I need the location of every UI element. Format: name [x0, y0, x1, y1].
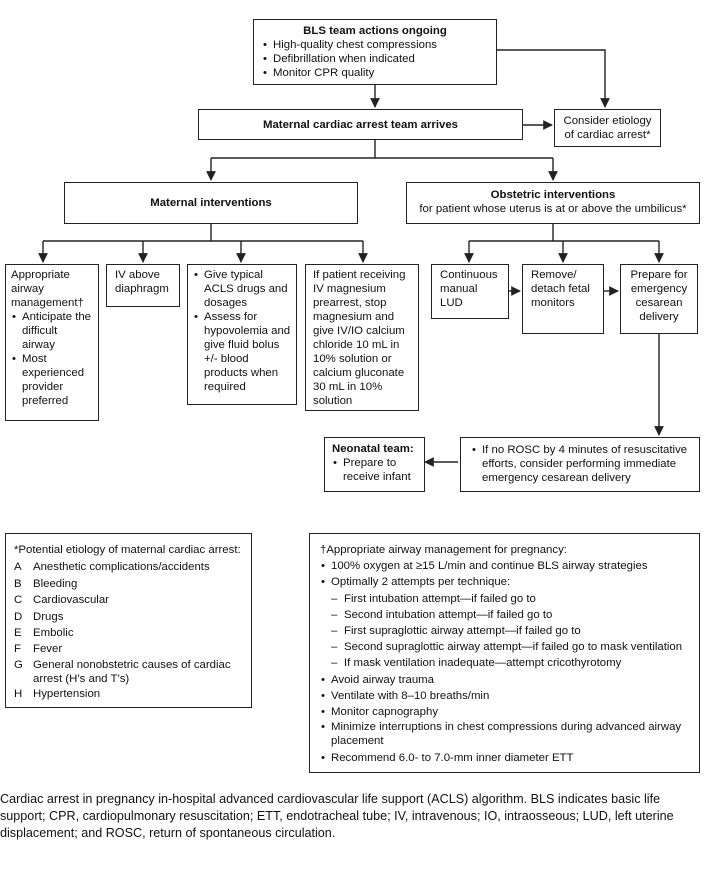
acls-item: Give typical ACLS drugs and dosages	[193, 268, 291, 310]
etiology-row: A Anesthetic complications/accidents	[14, 559, 243, 575]
bls-item: Monitor CPR quality	[262, 66, 488, 80]
etiology-text: Drugs	[33, 610, 64, 623]
iv-above-diaphragm-label: IV above diaphragm	[115, 269, 169, 295]
etiology-text: Fever	[33, 643, 63, 656]
etiology-letter: D	[14, 610, 23, 623]
acls-drugs-list: Give typical ACLS drugs and dosages Asse…	[193, 268, 291, 394]
team-arrives-box: Maternal cardiac arrest team arrives	[198, 109, 523, 140]
etiology-row: H Hypertension	[14, 686, 243, 702]
fetal-monitors-label: Remove/ detach fetal monitors	[531, 269, 590, 309]
obstetric-interventions-subtitle: for patient whose uterus is at or above …	[419, 203, 687, 215]
magnesium-label: If patient receiving IV magnesium prearr…	[313, 269, 406, 407]
etiology-letter: F	[14, 643, 21, 656]
bls-item: Defibrillation when indicated	[262, 52, 488, 66]
etiology-row: C Cardiovascular	[14, 592, 243, 608]
etiology-row: F Fever	[14, 641, 243, 657]
neonatal-team-list: Prepare to receive infant	[332, 456, 417, 484]
figure-caption: Cardiac arrest in pregnancy in-hospital …	[0, 792, 674, 840]
etiology-legend-title: *Potential etiology of maternal cardiac …	[14, 544, 241, 556]
neonatal-team-title: Neonatal team:	[332, 443, 414, 455]
rosc-item: If no ROSC by 4 minutes of resuscitative…	[471, 443, 689, 485]
airway-legend-item-text: Optimally 2 attempts per technique:	[331, 576, 511, 589]
airway-item: Anticipate the difficult airway	[11, 310, 93, 352]
airway-legend-sublist: First intubation attempt—if failed go to…	[320, 591, 689, 672]
consider-etiology-label: Consider etiology of cardiac arrest*	[563, 115, 652, 141]
etiology-row: E Embolic	[14, 625, 243, 641]
maternal-interventions-title: Maternal interventions	[150, 197, 272, 209]
prepare-cesarean-box: Prepare for emergency cesarean delivery	[620, 264, 698, 334]
airway-management-list: Anticipate the difficult airway Most exp…	[11, 310, 93, 408]
etiology-text: Cardiovascular	[33, 594, 109, 607]
airway-legend-item: Minimize interruptions in chest compress…	[320, 720, 689, 748]
team-arrives-label: Maternal cardiac arrest team arrives	[262, 118, 459, 131]
continuous-lud-label: Continuous manual LUD	[440, 269, 498, 309]
etiology-text: Embolic	[33, 627, 74, 640]
acls-drugs-box: Give typical ACLS drugs and dosages Asse…	[187, 264, 297, 405]
airway-legend-item: Avoid airway trauma	[320, 672, 689, 688]
airway-legend-subitem: First intubation attempt—if failed go to	[320, 591, 689, 607]
etiology-text: Hypertension	[33, 687, 101, 700]
obstetric-interventions-title: Obstetric interventions	[490, 189, 616, 201]
airway-management-box: Appropriate airway management† Anticipat…	[5, 264, 99, 421]
etiology-text: Anesthetic complications/accidents	[33, 561, 210, 574]
etiology-letter: A	[14, 561, 22, 574]
etiology-letter: G	[14, 658, 23, 671]
acls-item: Assess for hypovolemia and give fluid bo…	[193, 310, 291, 394]
rosc-list: If no ROSC by 4 minutes of resuscitative…	[471, 443, 689, 485]
etiology-legend-box: *Potential etiology of maternal cardiac …	[5, 533, 252, 708]
continuous-lud-box: Continuous manual LUD	[431, 264, 509, 319]
airway-item: Most experienced provider preferred	[11, 352, 93, 408]
airway-legend-subitem: First supraglottic airway attempt—if fai…	[320, 623, 689, 639]
airway-legend-box: †Appropriate airway management for pregn…	[309, 533, 700, 773]
airway-legend-title: †Appropriate airway management for pregn…	[320, 544, 567, 556]
airway-legend-subitem: Second intubation attempt—if failed go t…	[320, 607, 689, 623]
airway-legend-item: 100% oxygen at ≥15 L/min and continue BL…	[320, 558, 689, 574]
fetal-monitors-box: Remove/ detach fetal monitors	[522, 264, 604, 334]
etiology-text: Bleeding	[33, 577, 78, 590]
neonatal-team-box: Neonatal team: Prepare to receive infant	[324, 437, 425, 492]
obstetric-interventions-box: Obstetric interventions for patient whos…	[406, 182, 700, 224]
airway-legend-item: Ventilate with 8–10 breaths/min	[320, 688, 689, 704]
airway-legend-item: Optimally 2 attempts per technique: Firs…	[320, 574, 689, 671]
bls-actions-box: BLS team actions ongoing High-quality ch…	[253, 19, 497, 85]
airway-legend-item: Monitor capnography	[320, 704, 689, 720]
bls-item: High-quality chest compressions	[262, 38, 488, 52]
etiology-row: B Bleeding	[14, 576, 243, 592]
etiology-text: General nonobstetric causes of cardiac a…	[33, 658, 231, 685]
iv-above-diaphragm-box: IV above diaphragm	[106, 264, 180, 307]
neonatal-item: Prepare to receive infant	[332, 456, 417, 484]
magnesium-box: If patient receiving IV magnesium prearr…	[305, 264, 419, 411]
consider-etiology-box: Consider etiology of cardiac arrest*	[554, 109, 661, 147]
airway-legend-subitem: Second supraglottic airway attempt—if fa…	[320, 639, 689, 655]
etiology-letter: C	[14, 594, 23, 607]
prepare-cesarean-label: Prepare for emergency cesarean delivery	[630, 269, 688, 323]
airway-legend-list: 100% oxygen at ≥15 L/min and continue BL…	[320, 558, 689, 766]
etiology-letter: H	[14, 687, 23, 700]
maternal-interventions-box: Maternal interventions	[64, 182, 358, 224]
etiology-row: G General nonobstetric causes of cardiac …	[14, 658, 243, 686]
airway-legend-subitem: If mask ventilation inadequate—attempt c…	[320, 655, 689, 671]
bls-title: BLS team actions ongoing	[303, 25, 447, 37]
etiology-letter: B	[14, 577, 22, 590]
etiology-row: D Drugs	[14, 609, 243, 625]
etiology-letter: E	[14, 627, 22, 640]
airway-management-title: Appropriate airway management†	[11, 269, 84, 309]
arrow-bls-to-etiology	[497, 49, 610, 108]
rosc-box: If no ROSC by 4 minutes of resuscitative…	[460, 437, 700, 492]
bls-list: High-quality chest compressions Defibril…	[262, 38, 488, 80]
airway-legend-item: Recommend 6.0- to 7.0-mm inner diameter …	[320, 750, 689, 766]
